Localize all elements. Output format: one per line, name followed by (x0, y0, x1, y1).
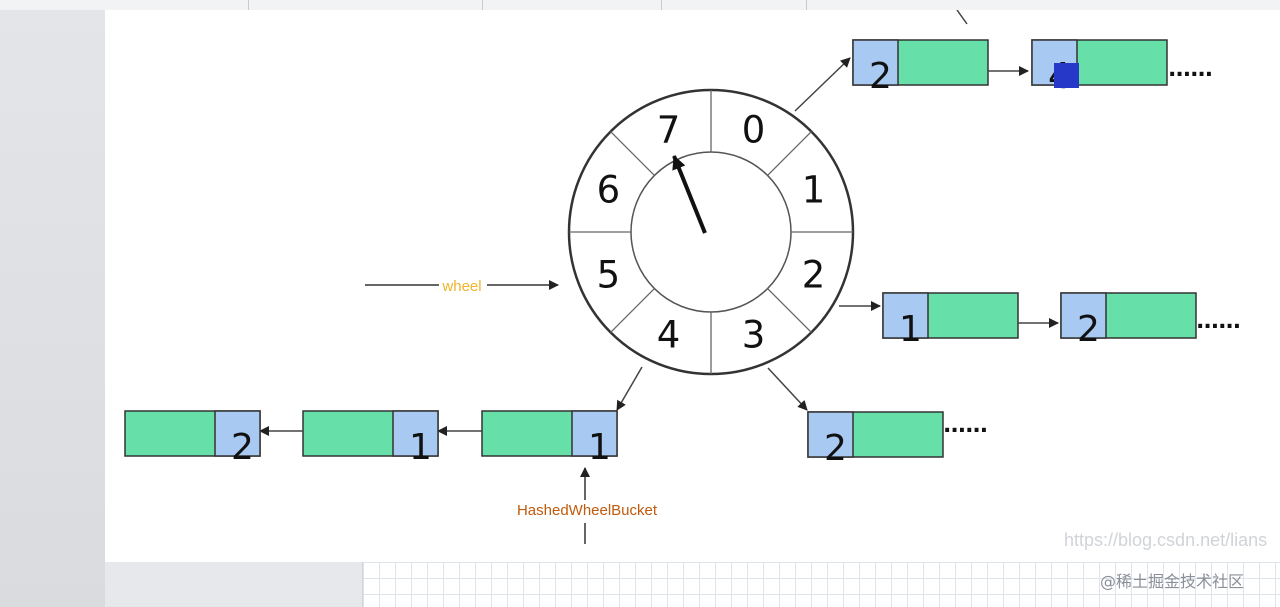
node-label: 2 (824, 428, 847, 469)
tab-divider (806, 0, 807, 10)
node-key (214, 410, 261, 457)
wheel-divider (610, 288, 655, 333)
wheel-pointer-hand (672, 155, 707, 234)
list-node-slot1-1: 2 (852, 39, 989, 97)
node-label: 2 (1077, 309, 1100, 350)
wheel-divider (767, 288, 812, 333)
list-node-slot3-1: 1 (882, 292, 1019, 350)
timing-wheel: 01 23 45 67 (567, 88, 855, 376)
node-label: 1 (899, 309, 922, 350)
watermark-brand: @稀土掘金技术社区 (1100, 572, 1245, 591)
tab-divider (482, 0, 483, 10)
connector-slot4 (767, 367, 808, 411)
left-panel-background (0, 10, 105, 607)
wheel-slot-0: 0 (742, 108, 766, 151)
wheel-dividers (569, 90, 853, 374)
list-node-slot5-2: 1 (302, 410, 439, 468)
wheel-inner-ring (630, 151, 792, 313)
wheel-slot-labels: 01 23 45 67 (597, 108, 826, 356)
list-node-slot5-1: 1 (481, 410, 618, 468)
node-key (882, 292, 929, 339)
list-node-slot4-1: 2 (807, 411, 944, 469)
node-label: 1 (588, 427, 611, 468)
wheel-slot-3: 3 (742, 314, 766, 357)
wheel-divider (767, 131, 812, 176)
node-key (571, 410, 618, 457)
grid-canvas-background (362, 562, 1280, 607)
marker-square (1054, 63, 1079, 88)
wheel-divider (610, 131, 655, 176)
node-key (392, 410, 439, 457)
wheel-slot-6: 6 (597, 169, 621, 212)
hashed-wheel-bucket-label: HashedWheelBucket (517, 502, 658, 519)
node-label: 1 (409, 427, 432, 468)
node-key (852, 39, 899, 86)
wheel-slot-5: 5 (597, 253, 621, 296)
list-node-slot3-2: 2 (1060, 292, 1197, 350)
node-label: 2 (869, 56, 892, 97)
wheel-slot-4: 4 (657, 314, 681, 357)
connector-slot5 (616, 366, 643, 411)
ellipsis: ...... (1196, 309, 1240, 334)
bucket-lists: 2 4...... 1 2...... 2...... 1 1 2 (124, 39, 1241, 469)
list-node-slot1-2: 4 (1031, 39, 1168, 97)
node-key (1060, 292, 1107, 339)
node-label: 2 (231, 427, 254, 468)
wheel-label: wheel (441, 278, 481, 295)
connector-slot1 (794, 57, 851, 112)
tab-divider (661, 0, 662, 10)
wheel-slot-1: 1 (802, 169, 826, 212)
wheel-slot-2: 2 (802, 253, 826, 296)
node-key (807, 411, 854, 458)
ellipsis: ...... (1168, 57, 1212, 82)
list-node-slot5-3: 2 (124, 410, 261, 468)
ellipsis: ...... (943, 413, 987, 438)
watermark-url: https://blog.csdn.net/lians (1064, 530, 1268, 550)
connector-offscreen (956, 10, 968, 25)
tab-divider (248, 0, 249, 10)
wheel-slot-7: 7 (657, 108, 681, 151)
